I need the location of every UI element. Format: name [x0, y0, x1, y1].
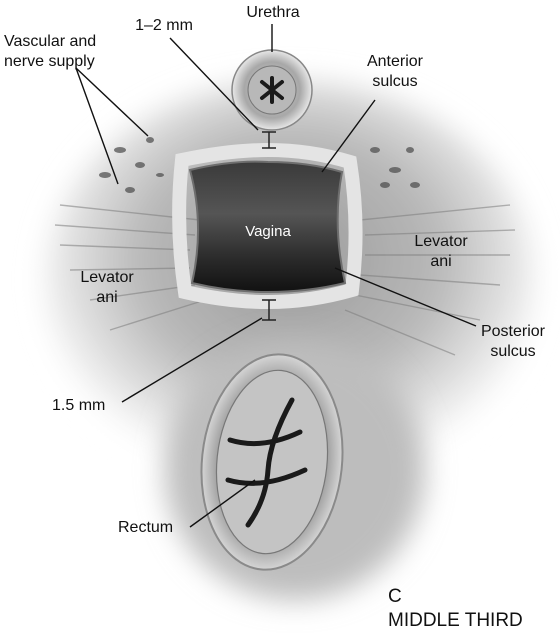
label-urethra: Urethra — [246, 4, 300, 21]
panel-title: MIDDLE THIRD — [388, 610, 523, 631]
vascular-plexus — [99, 137, 420, 193]
label-levator-right-line1: Levator — [414, 233, 468, 250]
levator-ani-fibres — [54, 204, 516, 356]
label-levator-left-line2: ani — [96, 289, 118, 306]
label-anterior-line1: Anterior — [366, 53, 424, 70]
measure-bracket-top — [262, 131, 276, 149]
label-posterior-line2: sulcus — [490, 343, 536, 360]
label-anterior-line2: sulcus — [372, 73, 418, 90]
measure-bracket-bottom — [262, 299, 276, 321]
label-vascular-line2: nerve supply — [4, 53, 95, 70]
label-vascular-line1: Vascular and — [4, 33, 97, 50]
label-gap-bottom: 1.5 mm — [52, 397, 106, 414]
label-levator-left-line1: Levator — [80, 269, 134, 286]
label-gap-top: 1–2 mm — [135, 17, 193, 34]
leader-lines — [75, 24, 477, 528]
label-levator-right-line2: ani — [430, 253, 452, 270]
label-vagina: Vagina — [245, 223, 291, 240]
vagina-structure — [172, 142, 363, 310]
label-posterior-line1: Posterior — [480, 323, 546, 340]
label-rectum: Rectum — [118, 519, 174, 536]
urethra-structure — [231, 49, 313, 131]
panel-letter: C — [388, 586, 402, 607]
rectum-structure — [200, 353, 344, 571]
